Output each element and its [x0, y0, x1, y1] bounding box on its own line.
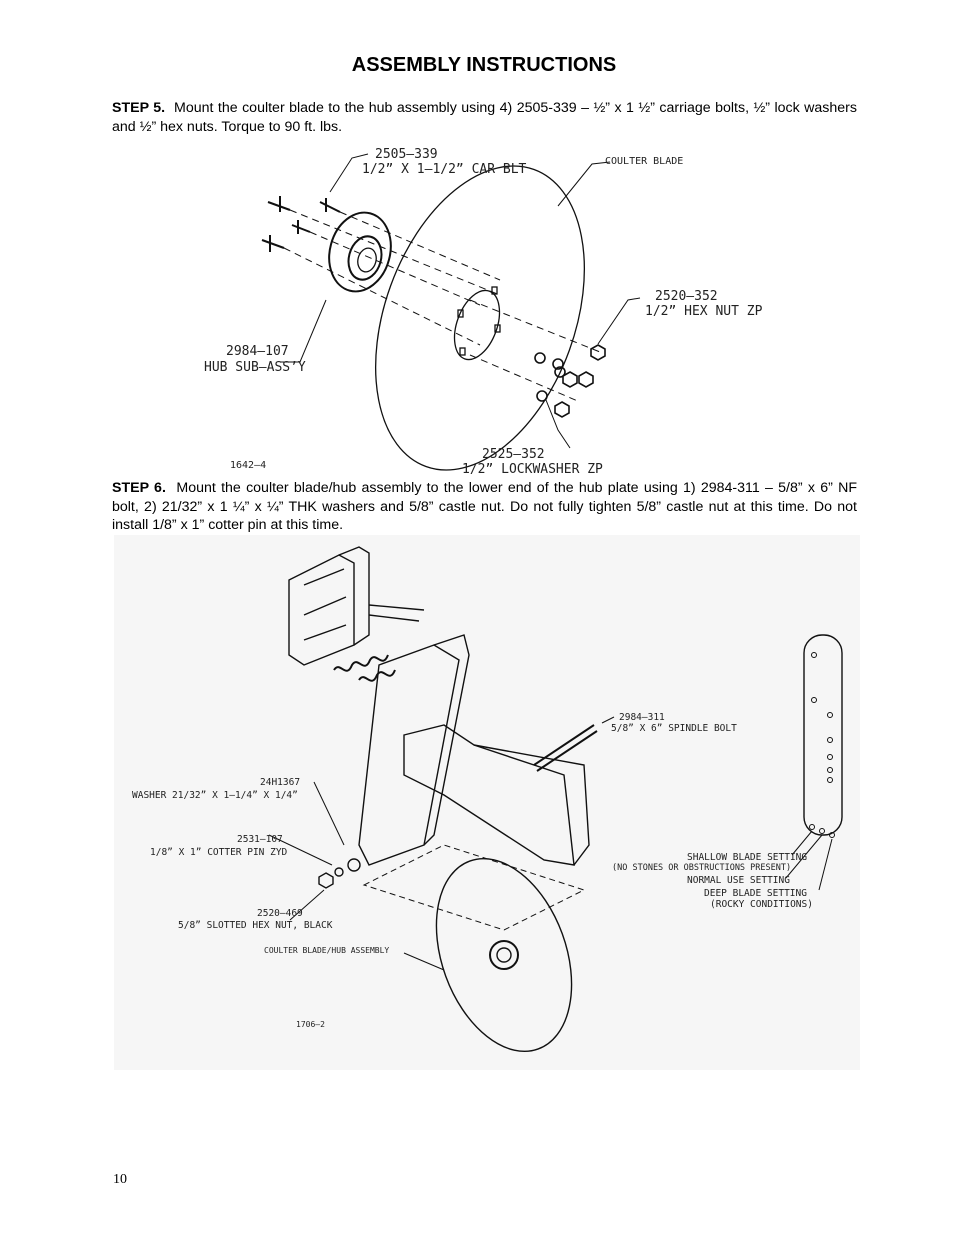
setting-plate-shape [803, 634, 843, 836]
lockwasher-shape [534, 352, 546, 364]
blade-shape [435, 857, 573, 1053]
spindle-bolt-shape [533, 724, 598, 772]
slotted-nut-number: 2520–469 [257, 908, 303, 919]
carriage-bolt-number: 2505–339 [375, 147, 438, 162]
spindle-bolt-description: 5/8” X 6” SPINDLE BOLT [611, 723, 737, 734]
page-title: ASSEMBLY INSTRUCTIONS [351, 54, 617, 76]
washer-number: 24H1367 [260, 777, 300, 788]
washer-description: WASHER 21/32” X 1–1/4” X 1/4” [132, 790, 298, 801]
page-number: 10 [113, 1172, 127, 1187]
step6-text: Mount the coulter blade/hub assembly to … [112, 480, 857, 533]
spindle-bolt-number: 2984–311 [619, 712, 665, 723]
coulter-blade-label: COULTER BLADE [605, 156, 683, 167]
hex-nut-description: 1/2” HEX NUT ZP [645, 304, 763, 319]
lockwasher-description: 1/2” LOCKWASHER ZP [462, 462, 603, 477]
cotter-pin-number: 2531–107 [237, 834, 283, 845]
hub-number: 2984–107 [226, 344, 289, 359]
step6-label: STEP 6. [112, 480, 166, 496]
washer-shape [347, 858, 361, 872]
hub-description: HUB SUB–ASS’Y [204, 360, 306, 375]
slotted-nut-description: 5/8” SLOTTED HEX NUT, BLACK [178, 920, 333, 931]
step5-text: Mount the coulter blade to the hub assem… [112, 100, 857, 135]
deep-setting-note: (ROCKY CONDITIONS) [710, 899, 813, 910]
figure-hub-plate-mount: 2984–311 5/8” X 6” SPINDLE BOLT 24H1367 … [114, 535, 860, 1070]
cotter-pin-description: 1/8” X 1” COTTER PIN ZYD [150, 847, 288, 858]
hub-shape [328, 211, 392, 293]
step6-paragraph: STEP 6. Mount the coulter blade/hub asse… [112, 479, 857, 535]
coulter-blade-shape [374, 165, 586, 471]
deep-setting-label: DEEP BLADE SETTING [704, 888, 807, 899]
step5-paragraph: STEP 5. Mount the coulter blade to the h… [112, 99, 857, 136]
shallow-setting-label: SHALLOW BLADE SETTING [687, 852, 807, 863]
figure1-drawing-id: 1642–4 [230, 460, 266, 471]
hex-nut-shape [590, 344, 606, 361]
figure-hub-blade: 2505–339 1/2” X 1–1/2” CAR BLT COULTER B… [204, 147, 763, 477]
lockwasher-number: 2525–352 [482, 447, 545, 462]
figure2-drawing-id: 1706–2 [296, 1020, 325, 1029]
blade-hub-assembly-label: COULTER BLADE/HUB ASSEMBLY [264, 946, 389, 955]
slotted-nut-shape [318, 872, 334, 889]
step5-label: STEP 5. [112, 100, 166, 116]
carriage-bolt-description: 1/2” X 1–1/2” CAR BLT [362, 162, 527, 177]
hex-nut-number: 2520–352 [655, 289, 718, 304]
shallow-setting-note: (NO STONES OR OBSTRUCTIONS PRESENT) [612, 863, 791, 873]
normal-setting-label: NORMAL USE SETTING [687, 875, 790, 886]
